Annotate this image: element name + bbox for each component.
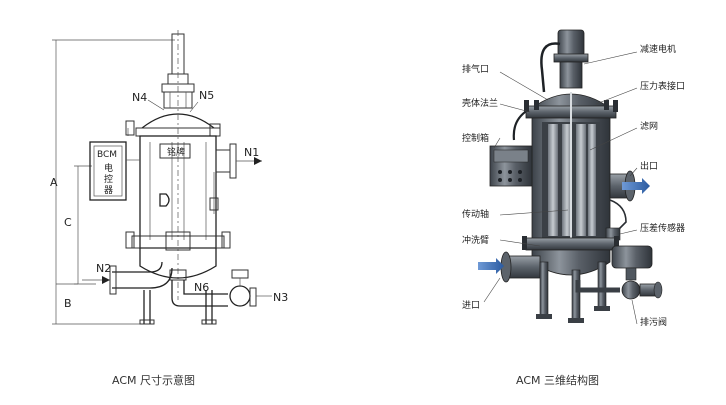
label-vent: 排气口 [462, 63, 489, 75]
structure-3d [478, 29, 663, 323]
label-pressure-port: 压力表接口 [640, 80, 685, 92]
dimension-a-label: A [50, 176, 58, 189]
nozzle-n4-label: N4 [132, 91, 147, 104]
label-dp-sensor: 压差传感器 [640, 222, 685, 234]
dimension-drawing: A C B N4 N5 铭牌 BCM 电 [50, 30, 288, 325]
nozzle-n3-label: N3 [273, 291, 288, 304]
dimension-b-label: B [64, 297, 72, 310]
label-inlet: 进口 [462, 300, 480, 311]
panel-line1: 电 [104, 162, 113, 174]
nozzle-n6-label: N6 [194, 281, 209, 294]
left-caption: ACM 尺寸示意图 [112, 373, 195, 387]
label-filter-screen: 滤网 [640, 120, 658, 132]
label-flush-arm: 冲洗臂 [462, 234, 489, 246]
nozzle-n1-label: N1 [244, 146, 259, 159]
label-drain-valve: 排污阀 [640, 316, 667, 328]
right-caption: ACM 三维结构图 [516, 373, 599, 387]
label-motor: 减速电机 [640, 43, 676, 55]
nozzle-n2-label: N2 [96, 262, 111, 275]
panel-line2: 控 [104, 173, 113, 185]
label-control-box: 控制箱 [462, 132, 489, 144]
label-outlet: 出口 [640, 160, 658, 172]
label-shell-flange: 壳体法兰 [462, 97, 498, 109]
panel-title: BCM [97, 150, 117, 160]
label-drive-shaft: 传动轴 [462, 208, 489, 220]
dimension-c-label: C [64, 216, 72, 229]
panel-line3: 器 [104, 185, 113, 196]
nozzle-n5-label: N5 [199, 89, 214, 102]
nameplate-label: 铭牌 [167, 146, 185, 158]
leader-lines [483, 51, 638, 325]
